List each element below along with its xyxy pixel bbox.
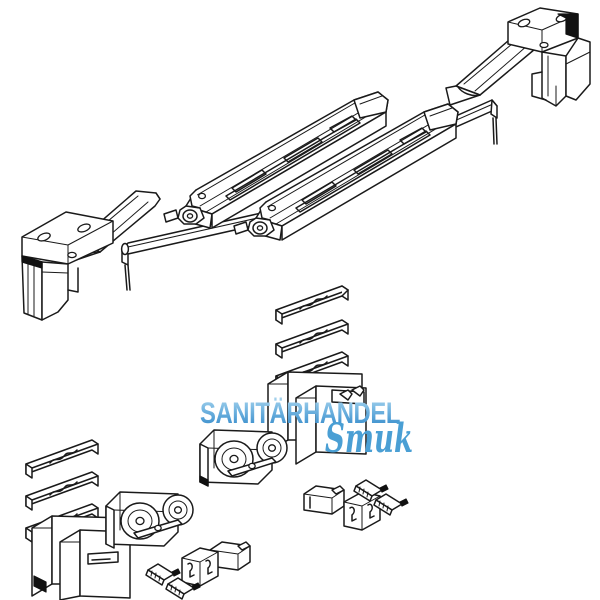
part-screw-lower-2 xyxy=(165,577,201,600)
part-screw-upper-2 xyxy=(373,493,409,516)
part-block-lower xyxy=(209,541,251,571)
part-damper-rail-lower xyxy=(233,103,459,241)
part-carriage-upper xyxy=(199,371,367,487)
part-screw-upper-1 xyxy=(353,479,389,502)
part-damper-rail-upper xyxy=(163,91,389,229)
part-hardware-lower xyxy=(145,541,251,600)
part-hardware-upper xyxy=(303,479,409,531)
part-screw-lower-1 xyxy=(145,563,181,586)
part-bracket-right xyxy=(445,7,591,107)
part-bracket-left xyxy=(21,190,161,321)
part-carriage-lower xyxy=(31,491,194,600)
part-block-upper xyxy=(303,485,345,515)
